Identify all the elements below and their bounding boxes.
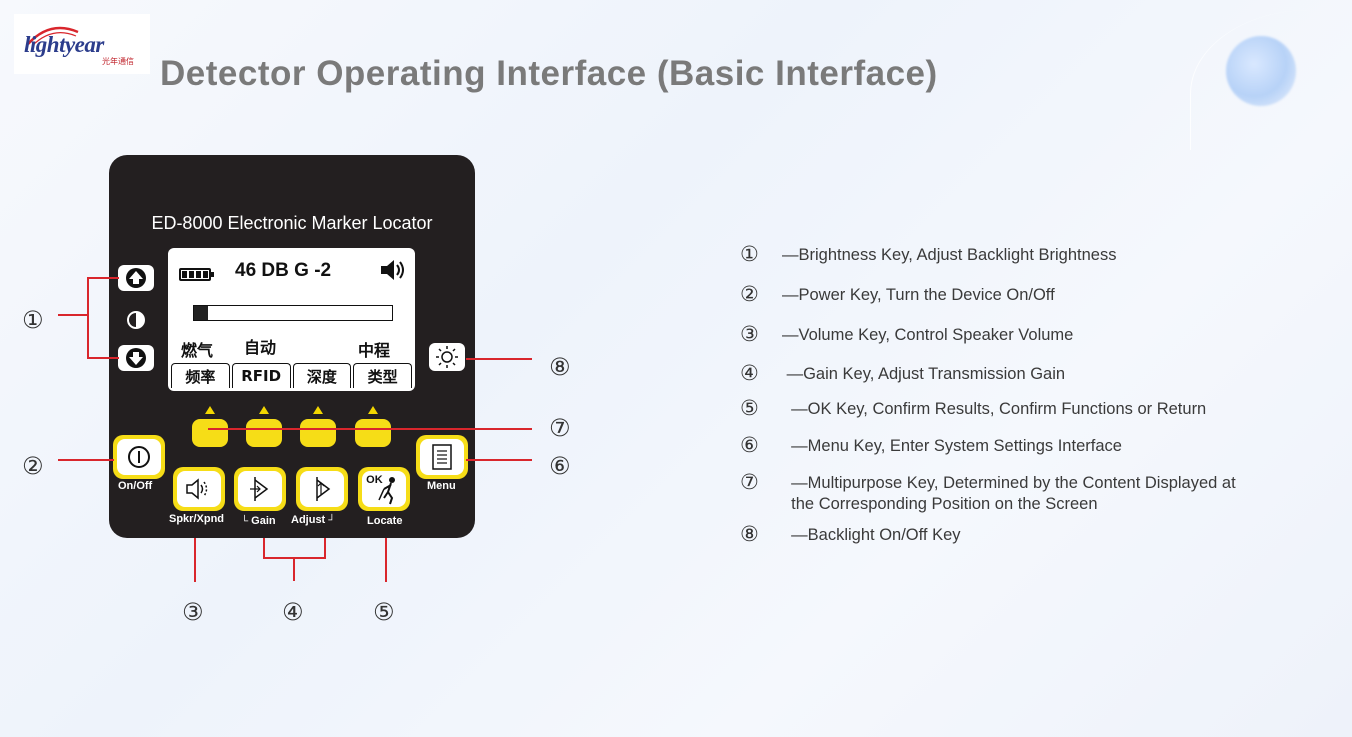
- softkey-label-1: 频率: [171, 363, 230, 388]
- softkey-pointer-4: [368, 406, 378, 414]
- legend-text: —OK Key, Confirm Results, Confirm Functi…: [782, 400, 1207, 418]
- softkey-2[interactable]: [246, 419, 282, 447]
- softkey-4[interactable]: [355, 419, 391, 447]
- callout-line-4-stem: [293, 557, 295, 581]
- logo-subtext: 光年通信: [102, 57, 134, 66]
- contrast-icon: [127, 311, 145, 329]
- screen-mode-label: 燃气: [181, 341, 214, 360]
- softkey-labels: 频率 RFID 深度 类型: [171, 363, 412, 388]
- sun-icon: [436, 346, 458, 368]
- lcd-screen: 46 DB G -2 燃气 自动 中程 频率 RFID 深度 类型: [168, 248, 415, 391]
- gain-label: Gain: [251, 515, 276, 527]
- softkey-label-3: 深度: [292, 363, 352, 388]
- legend-number: ③: [740, 322, 759, 346]
- locate-label: Locate: [367, 515, 403, 527]
- softkey-label-2: RFID: [231, 363, 291, 388]
- power-button[interactable]: [113, 435, 165, 479]
- gain-up-icon: [316, 476, 331, 501]
- callout-number-1: ①: [22, 306, 44, 334]
- locate-person-icon: [378, 476, 395, 505]
- legend-text: —Gain Key, Adjust Transmission Gain: [782, 365, 1066, 383]
- legend-text-continued: the Corresponding Position on the Screen: [782, 495, 1098, 513]
- power-icon: [127, 445, 150, 468]
- logo-text: lightyear: [24, 32, 104, 57]
- gain-up-button[interactable]: [296, 467, 348, 511]
- callout-number-3: ③: [182, 598, 204, 626]
- callout-number-2: ②: [22, 452, 44, 480]
- speaker-button[interactable]: [173, 467, 225, 511]
- legend-text: —Multipurpose Key, Determined by the Con…: [782, 474, 1236, 492]
- speaker-icon: [381, 260, 404, 280]
- legend-text: —Power Key, Turn the Device On/Off: [782, 286, 1055, 304]
- legend-text: —Volume Key, Control Speaker Volume: [782, 326, 1074, 344]
- callout-line-1: [58, 314, 88, 316]
- spkr-xpnd-label: Spkr/Xpnd: [169, 513, 225, 525]
- battery-icon: [179, 268, 214, 281]
- callout-number-4: ④: [282, 598, 304, 626]
- callout-line-3: [194, 538, 196, 582]
- menu-label: Menu: [427, 480, 456, 492]
- legend-number: ②: [740, 282, 759, 306]
- adjust-label: Adjust: [291, 514, 326, 526]
- callout-line-4b: [324, 538, 326, 558]
- legend-number: ④: [740, 361, 759, 385]
- softkey-pointer-1: [205, 406, 215, 414]
- softkey-1[interactable]: [192, 419, 228, 447]
- arrow-up-icon: [126, 268, 146, 288]
- brightness-down-button[interactable]: [118, 345, 154, 371]
- legend-text: —Menu Key, Enter System Settings Interfa…: [782, 437, 1122, 455]
- softkey-label-4: 类型: [353, 363, 412, 388]
- callout-line-5: [385, 538, 387, 582]
- softkey-pointer-3: [313, 406, 323, 414]
- signal-strength-fill: [194, 306, 208, 320]
- legend-text: —Backlight On/Off Key: [782, 526, 961, 544]
- callout-line-8: [466, 358, 532, 360]
- callout-line-1-vertical: [87, 277, 89, 359]
- detector-device: ED-8000 Electronic Marker Locator 46 DB …: [109, 155, 475, 538]
- legend-number: ⑥: [740, 433, 759, 457]
- callout-number-6: ⑥: [549, 452, 571, 480]
- softkey-3[interactable]: [300, 419, 336, 447]
- menu-list-icon: [432, 444, 452, 470]
- gain-down-button[interactable]: [234, 467, 286, 511]
- gain-bracket-label: └ Gain: [241, 515, 276, 527]
- legend-number: ⑦: [740, 470, 759, 494]
- signal-strength-bar: [193, 305, 393, 321]
- screen-range-label: 中程: [358, 341, 391, 360]
- callout-number-7: ⑦: [549, 414, 571, 442]
- page-title: Detector Operating Interface (Basic Inte…: [160, 54, 938, 93]
- ok-key-label: OK: [366, 473, 383, 486]
- softkey-pointer-2: [259, 406, 269, 414]
- screen-auto-label: 自动: [244, 338, 277, 357]
- legend-number: ①: [740, 242, 759, 266]
- arrow-down-icon: [126, 348, 146, 368]
- menu-button[interactable]: [416, 435, 468, 479]
- callout-line-2: [58, 459, 114, 461]
- legend-text: —Brightness Key, Adjust Backlight Bright…: [782, 246, 1117, 264]
- callout-line-7: [208, 428, 532, 430]
- speaker-volume-icon: [186, 478, 208, 500]
- callout-line-6: [466, 459, 532, 461]
- callout-line-1-bottom: [87, 357, 119, 359]
- decorative-curve: [1190, 10, 1352, 150]
- legend-number: ⑤: [740, 396, 759, 420]
- logo-swoosh-icon: [27, 26, 79, 47]
- callout-number-8: ⑧: [549, 353, 571, 381]
- adjust-bracket-label: Adjust ┘: [291, 514, 336, 526]
- company-logo: lightyear 光年通信: [14, 14, 150, 74]
- brightness-up-button[interactable]: [118, 265, 154, 291]
- ok-locate-button[interactable]: OK: [358, 467, 410, 511]
- callout-number-5: ⑤: [373, 598, 395, 626]
- callout-line-4a: [263, 538, 265, 558]
- legend-number: ⑧: [740, 522, 759, 546]
- callout-line-1-top: [87, 277, 119, 279]
- backlight-button[interactable]: [429, 343, 465, 371]
- device-model-label: ED-8000 Electronic Marker Locator: [151, 213, 433, 233]
- gain-readout: 46 DB G -2: [235, 260, 332, 281]
- decorative-bubble: [1226, 36, 1296, 106]
- onoff-label: On/Off: [118, 480, 153, 492]
- gain-down-icon: [249, 476, 269, 501]
